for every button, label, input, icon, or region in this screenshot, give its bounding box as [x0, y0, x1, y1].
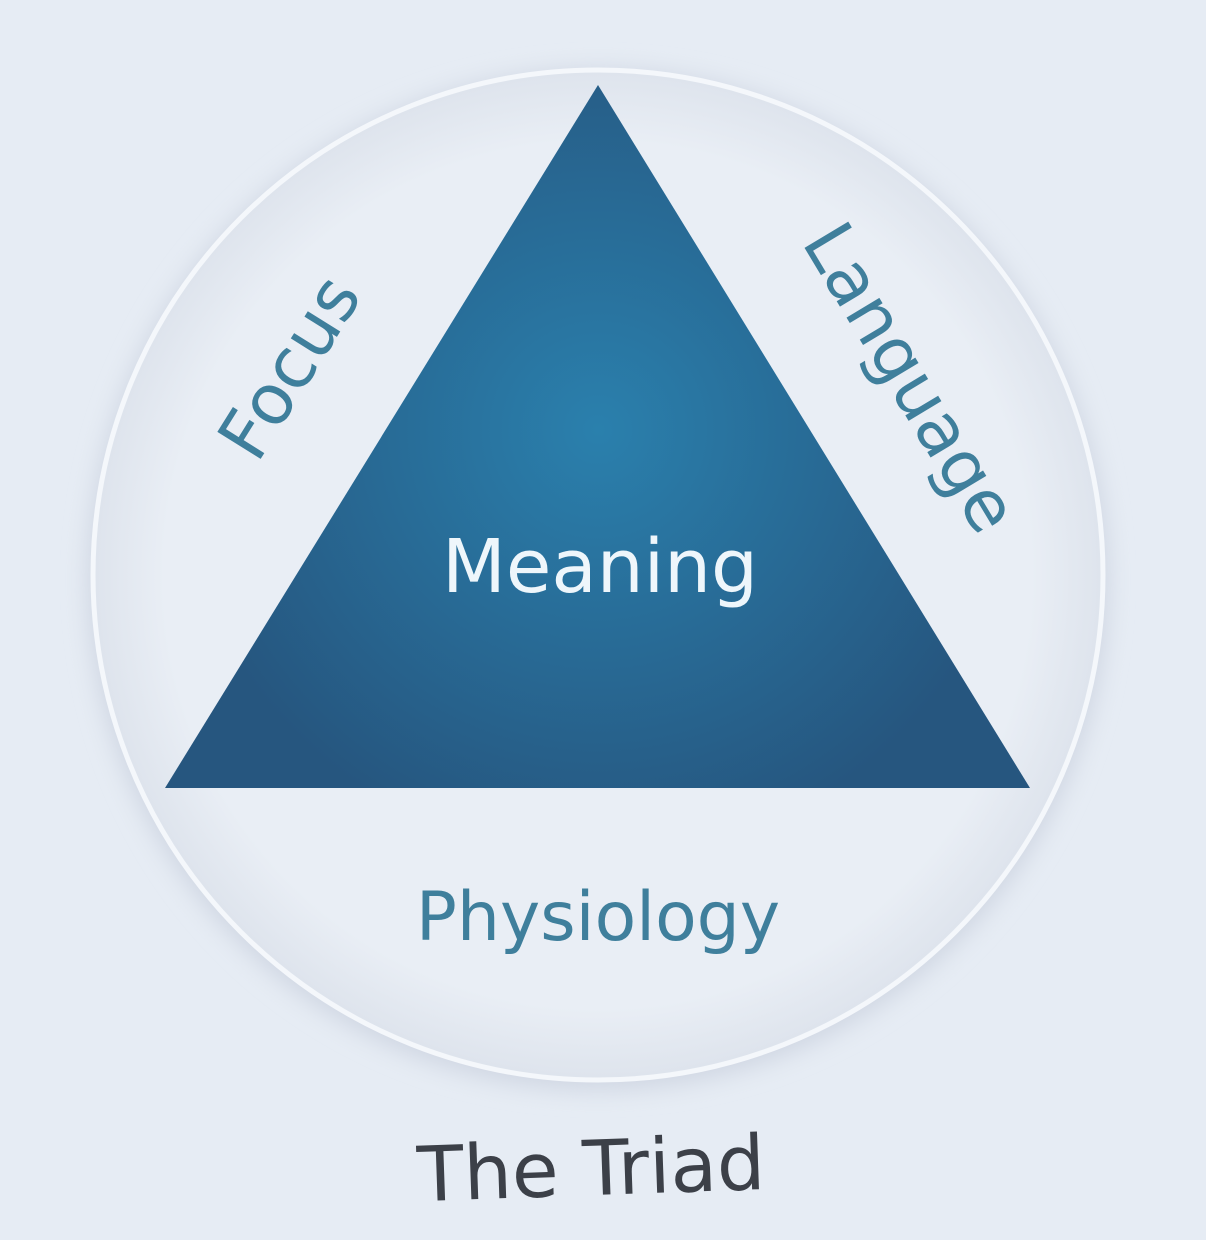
caption: The Triad — [415, 1118, 767, 1219]
triangle — [165, 85, 1030, 788]
center-label: Meaning — [442, 524, 758, 610]
bottom-label: Physiology — [416, 878, 780, 957]
